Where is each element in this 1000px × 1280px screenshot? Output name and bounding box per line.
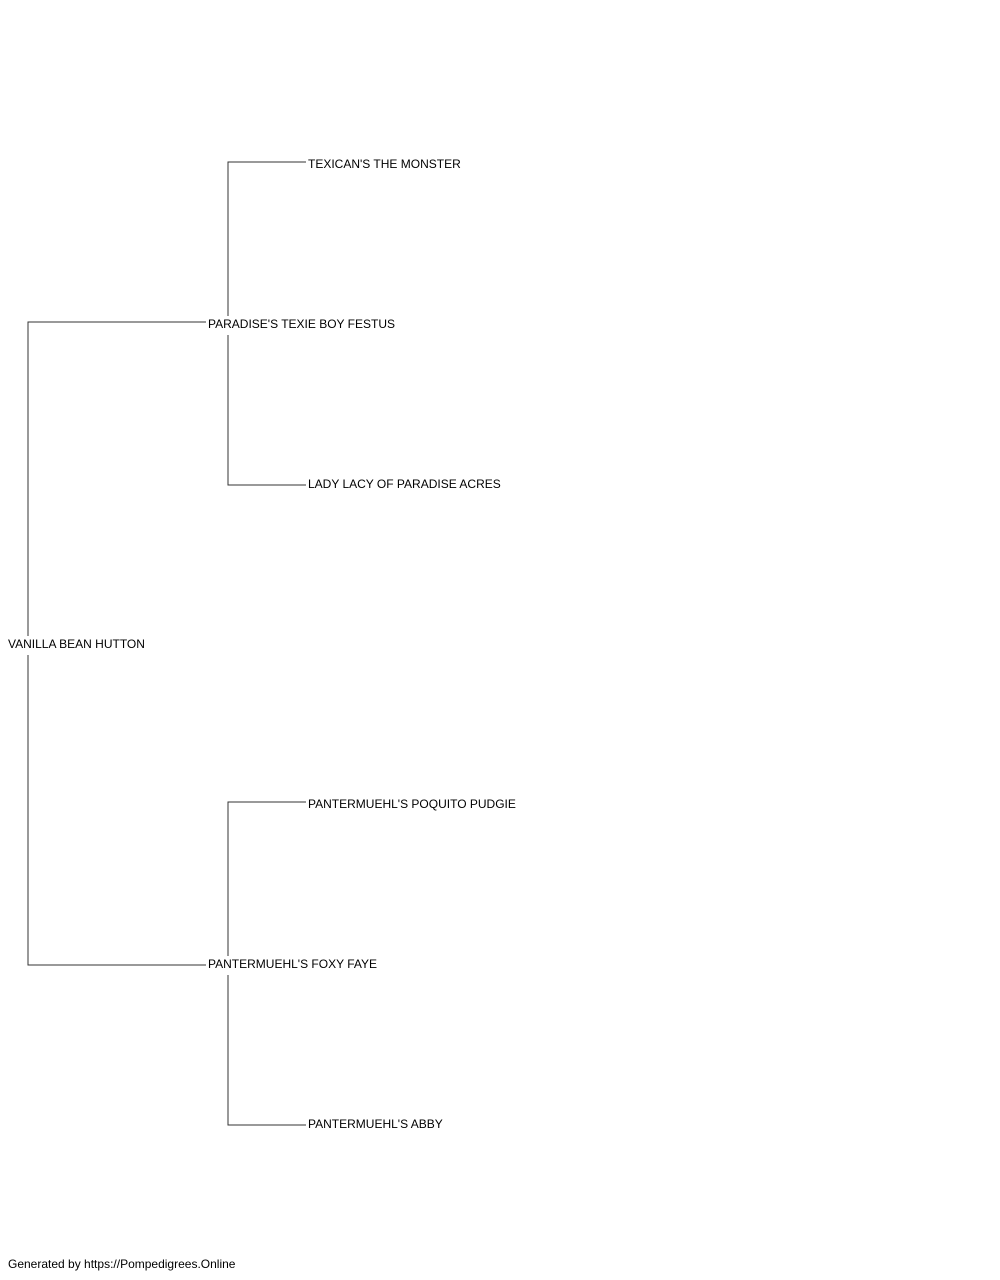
connector-dam-sire [227,801,306,956]
dam-name: PANTERMUEHL'S FOXY FAYE [208,957,377,971]
connector-dam-dam [227,975,306,1126]
subject-name: VANILLA BEAN HUTTON [8,637,145,651]
maternal-granddam-name: PANTERMUEHL'S ABBY [308,1117,443,1131]
connector-subject-dam [27,655,206,966]
connector-subject-sire [27,321,206,636]
sire-name: PARADISE'S TEXIE BOY FESTUS [208,317,396,331]
maternal-grandsire-name: PANTERMUEHL'S POQUITO PUDGIE [308,797,516,811]
connector-sire-sire [227,161,306,316]
paternal-granddam-name: LADY LACY OF PARADISE ACRES [308,477,501,491]
paternal-grandsire-name: TEXICAN'S THE MONSTER [308,157,461,171]
footer-credit: Generated by https://Pompedigrees.Online [8,1257,236,1271]
connector-sire-dam [227,335,306,486]
